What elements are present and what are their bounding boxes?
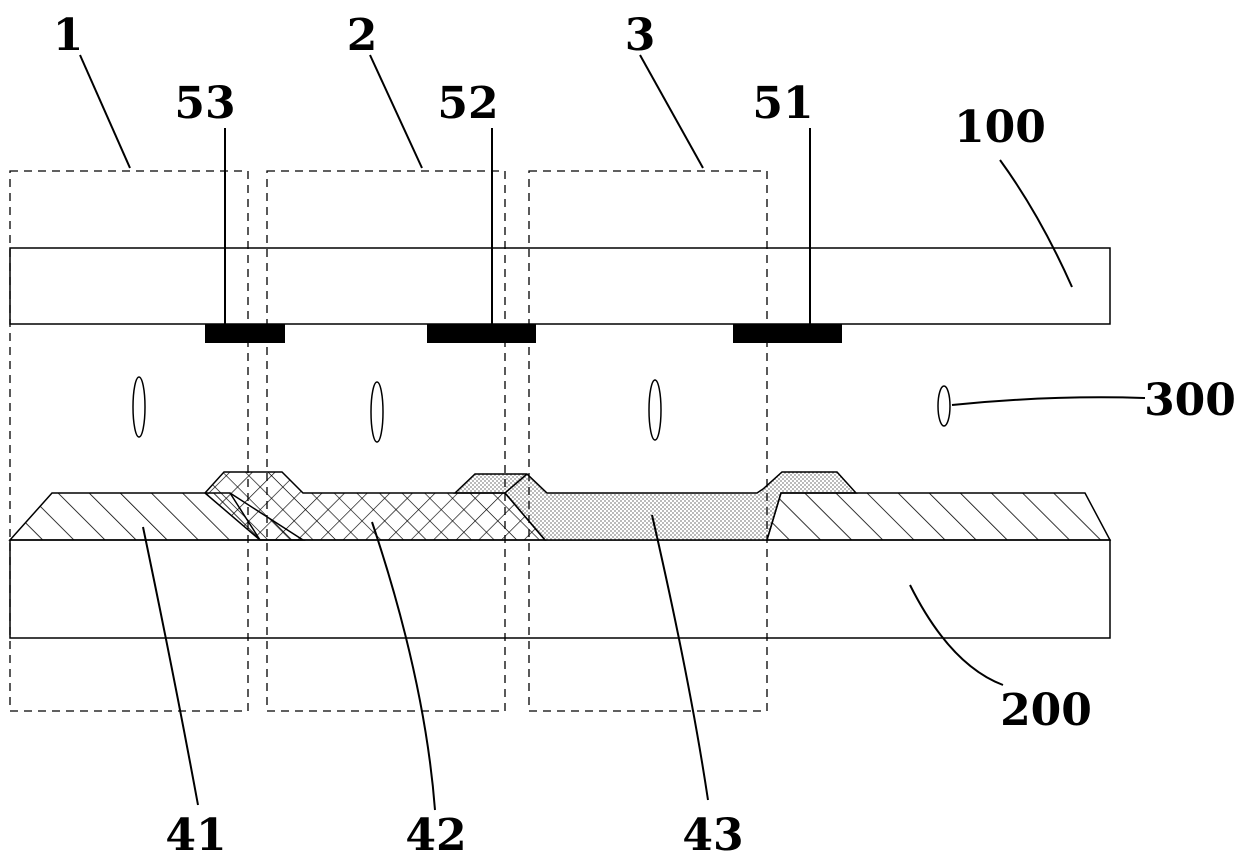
- label-region-1: 1: [53, 10, 84, 61]
- region-box-2: [267, 171, 505, 711]
- lower-substrate-200: [10, 540, 1110, 638]
- upper-substrate-100: [10, 248, 1110, 324]
- label-liquid-crystal-300: 300: [1144, 375, 1236, 426]
- leader-200: [910, 585, 1003, 685]
- label-layer-42: 42: [405, 810, 466, 861]
- leader-300: [952, 397, 1145, 405]
- label-electrode-53: 53: [174, 78, 235, 129]
- electrode-52: [427, 324, 536, 343]
- label-layer-41: 41: [165, 810, 226, 861]
- region-box-3: [529, 171, 767, 711]
- region-box-1: [10, 171, 248, 711]
- leader-2: [370, 55, 422, 168]
- liquid-crystal-molecule: [371, 382, 383, 442]
- label-electrode-52: 52: [437, 78, 498, 129]
- label-region-3: 3: [625, 10, 656, 61]
- leader-3: [640, 55, 703, 168]
- layer-41-right: [767, 493, 1110, 540]
- label-layer-43: 43: [682, 810, 743, 861]
- leader-43: [652, 515, 708, 800]
- label-electrode-51: 51: [752, 78, 813, 129]
- liquid-crystal-molecule: [133, 377, 145, 437]
- label-lower-substrate-200: 200: [1000, 685, 1092, 736]
- electrode-53: [205, 324, 285, 343]
- liquid-crystal-molecule: [649, 380, 661, 440]
- leader-100: [1000, 160, 1072, 287]
- liquid-crystal-molecule: [938, 386, 950, 426]
- electrode-51: [733, 324, 842, 343]
- leader-42: [372, 522, 435, 810]
- label-region-2: 2: [347, 10, 378, 61]
- leader-1: [80, 55, 130, 168]
- leader-41: [143, 527, 198, 805]
- label-upper-substrate-100: 100: [954, 102, 1046, 153]
